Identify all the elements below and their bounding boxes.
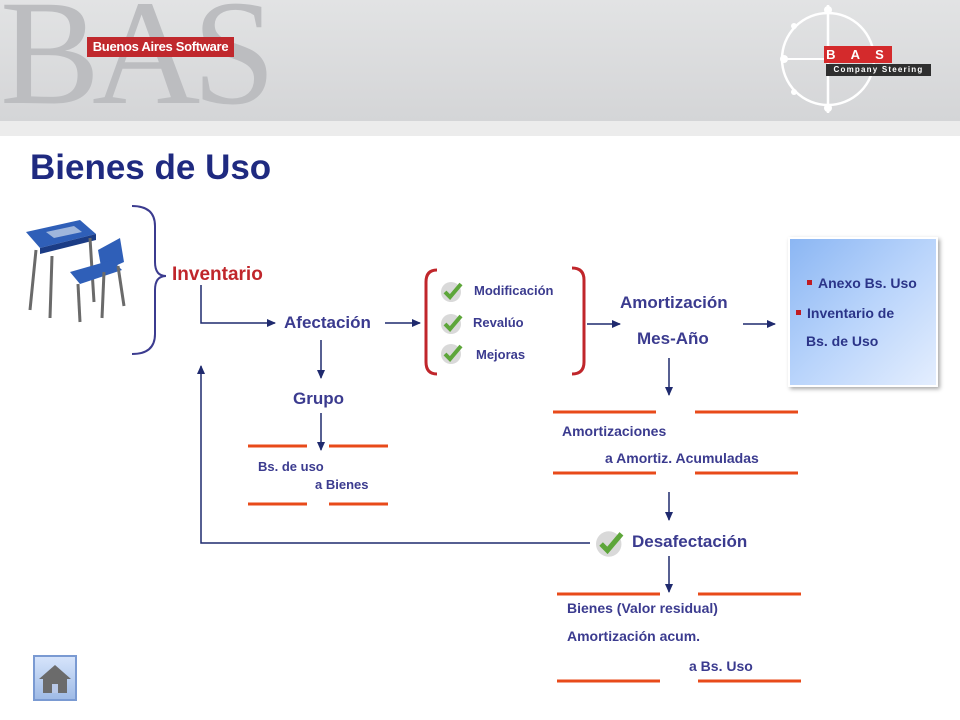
option-modificacion: Modificación [474,283,554,298]
node-afectacion: Afectación [284,313,371,332]
option-revaluo: Revalúo [473,315,524,330]
logo-bas-box: B A S [824,46,892,63]
desk-chair-image [26,220,126,323]
check-icon [441,282,463,302]
entry-amortizacion-debit: Amortizaciones [562,423,667,439]
home-button[interactable] [33,655,77,701]
option-mejoras: Mejoras [476,347,526,362]
entry-desafectacion-line1: Bienes (Valor residual) [567,600,718,616]
header-banner: BAS Buenos Aires Software B A S Company … [0,0,960,128]
check-icon [596,531,624,557]
check-icon [441,314,463,334]
page-title: Bienes de Uso [30,148,272,187]
logo-subtitle: Company Steering [826,64,931,76]
node-inventario: Inventario [172,264,263,285]
node-amortizacion: Amortización [620,293,728,312]
report-item: Anexo Bs. Uso [807,275,917,291]
entry-grupo-credit: a Bienes [315,477,369,492]
report-item: Inventario de [796,305,894,321]
report-item: Bs. de Uso [806,333,879,349]
entry-desafectacion-credit: a Bs. Uso [689,658,753,674]
company-tag: Buenos Aires Software [87,37,234,57]
bas-watermark-logo: BAS [0,0,276,136]
header-divider [0,121,960,136]
entry-amortizacion-credit: a Amortiz. Acumuladas [605,450,759,466]
entry-desafectacion-line2: Amortización acum. [567,628,701,644]
node-grupo: Grupo [293,389,344,408]
check-icon [441,344,463,364]
home-icon [39,665,71,693]
entry-grupo-debit: Bs. de uso [258,459,324,474]
node-desafectacion: Desafectación [632,532,748,551]
node-amortizacion-period: Mes-Año [637,329,709,348]
report-document: Anexo Bs. Uso Inventario de Bs. de Uso [788,237,938,387]
